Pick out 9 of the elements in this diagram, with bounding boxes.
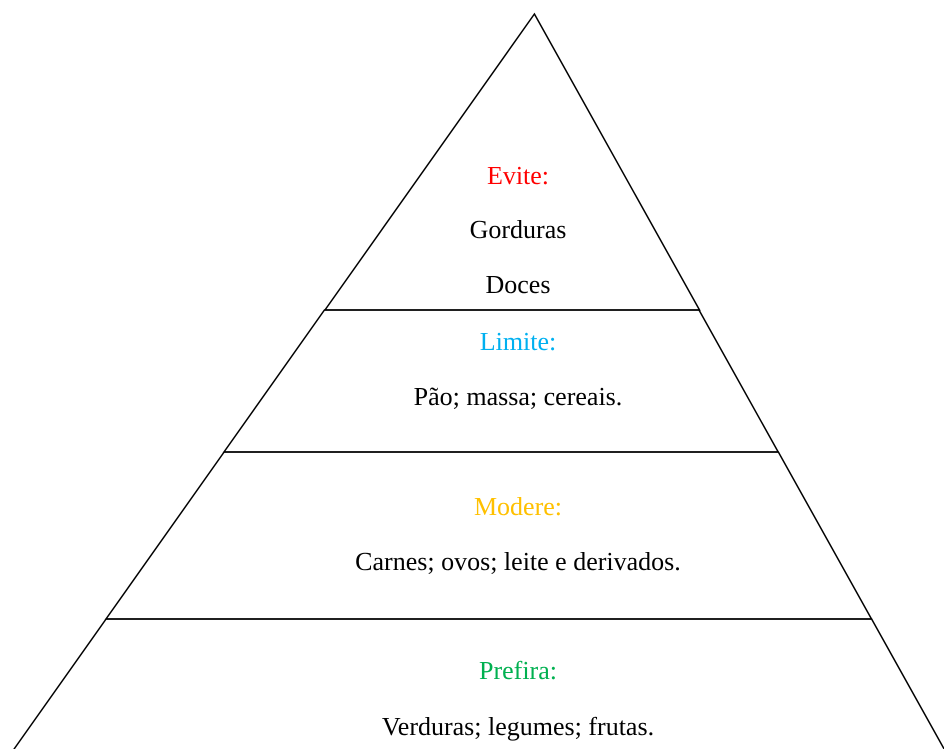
food-list: Carnes; ovos; leite e derivados. xyxy=(355,547,681,577)
tier-heading: Modere: xyxy=(474,492,562,522)
tier-heading: Limite: xyxy=(480,327,556,357)
tier-heading: Prefira: xyxy=(479,656,557,686)
food-list: Verduras; legumes; frutas. xyxy=(382,712,654,742)
food-list: Gorduras xyxy=(470,215,566,245)
tier-heading: Evite: xyxy=(486,161,550,191)
food-list: Doces xyxy=(486,270,550,300)
food-list: Pão; massa; cereais. xyxy=(414,382,622,412)
